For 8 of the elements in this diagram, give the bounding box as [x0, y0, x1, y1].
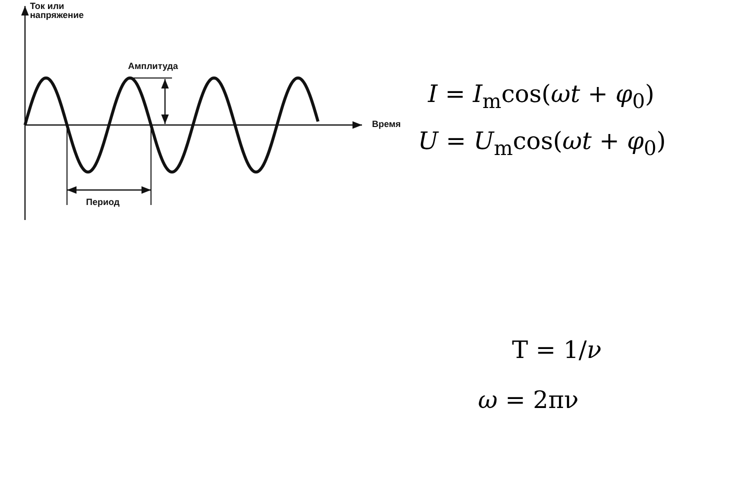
axis-label: Ток или напряжение: [30, 2, 85, 21]
dimension-label: Период: [86, 198, 120, 208]
formula: ω = 2πν: [478, 386, 579, 414]
dimension-label: Амплитуда: [128, 62, 178, 72]
axis-label: Время: [372, 120, 401, 130]
formula: I = I$_{m}$cos(ωt + φ$_{0}$): [428, 80, 654, 113]
formula: T = 1/ν: [512, 336, 602, 364]
formula: U = U$_{m}$cos(ωt + φ$_{0}$): [418, 127, 666, 160]
